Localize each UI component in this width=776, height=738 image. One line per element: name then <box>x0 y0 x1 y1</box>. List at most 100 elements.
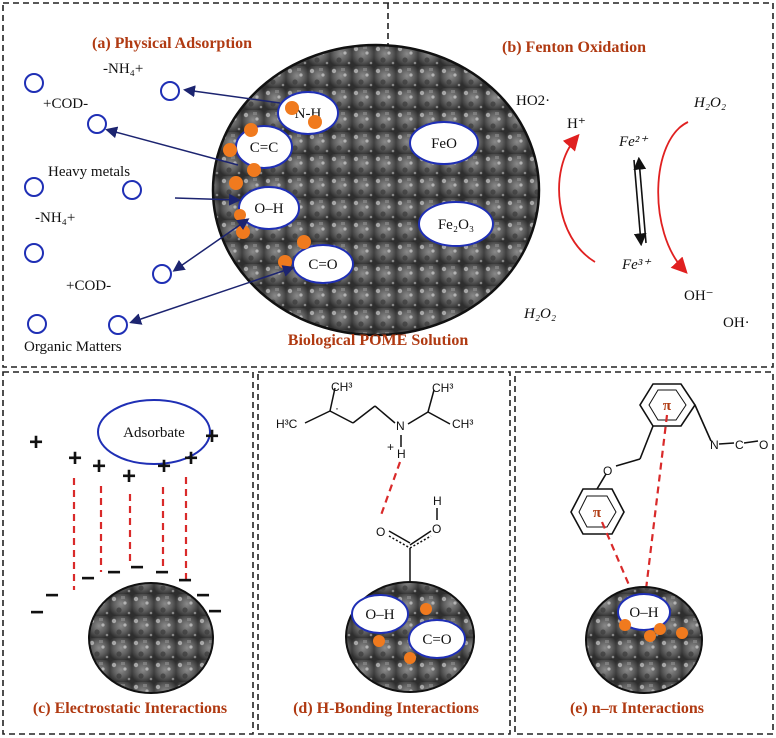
benzene-ring-top-inner <box>648 389 687 421</box>
electrostatic-lines <box>72 477 188 590</box>
orange-dot <box>420 603 432 615</box>
minus-charge: − <box>45 582 59 609</box>
orange-dot <box>234 209 246 221</box>
arrow-fe2-to-fe3 <box>633 159 647 247</box>
label-ho2: HO2· <box>516 93 550 109</box>
h-bond-line <box>378 461 402 519</box>
pollutant-circle <box>160 81 180 101</box>
d-oh-oval <box>351 594 409 634</box>
isocyanate-n: N <box>710 438 719 452</box>
panel-b-title: (b) Fenton Oxidation <box>502 39 646 56</box>
co-group-label: C=O <box>308 257 337 273</box>
orange-dot <box>236 225 250 239</box>
d-co-label: C=O <box>422 632 451 648</box>
plus-charge: + <box>92 453 106 480</box>
particle-c <box>88 582 214 694</box>
oxygen-right: O <box>432 522 441 536</box>
d-oh-label: O–H <box>365 607 394 623</box>
orange-dot <box>297 235 311 249</box>
bond <box>407 411 429 425</box>
label-organic-matters: Organic Matters <box>24 339 122 355</box>
orange-dot <box>373 635 385 647</box>
oxygen-left: O <box>376 525 385 539</box>
pollutant-circle <box>152 264 172 284</box>
carboxyl-skeleton <box>388 508 438 590</box>
label-fe2: Fe²⁺ <box>618 134 648 150</box>
frame-d <box>257 371 511 735</box>
fe2o3-label: Fe₂O₃ <box>438 217 474 233</box>
pollutant-circle <box>108 315 128 335</box>
bond <box>718 442 735 445</box>
bond <box>388 535 411 549</box>
e-oh-oval <box>617 593 671 631</box>
panel-d-title: (d) H-Bonding Interactions <box>293 700 479 717</box>
orange-dot <box>278 255 292 269</box>
label-nh4-top: -NH₄+ <box>103 61 143 77</box>
bond <box>304 410 331 424</box>
bond <box>743 440 759 444</box>
acid-hydrogen: H <box>433 494 442 508</box>
plus-charge: + <box>29 429 43 456</box>
minus-charge: − <box>155 559 169 586</box>
ch3-right: CH³ <box>452 417 473 431</box>
minus-charge: − <box>81 565 95 592</box>
orange-dot <box>654 623 666 635</box>
plus-charge: + <box>157 453 171 480</box>
minus-charge: − <box>130 554 144 581</box>
panel-a-title: (a) Physical Adsorption <box>92 35 252 52</box>
minus-charge: − <box>107 559 121 586</box>
bond <box>639 425 654 460</box>
minus-charge: − <box>30 599 44 626</box>
orange-dot <box>247 163 261 177</box>
isocyanate-o: O <box>759 438 768 452</box>
central-particle: N-H C=C O–H C=O FeO Fe₂O₃ <box>211 43 541 337</box>
label-hplus: H⁺ <box>567 116 586 132</box>
orange-dot <box>644 630 656 642</box>
bond <box>374 405 396 424</box>
label-heavy-metals: Heavy metals <box>48 164 130 180</box>
pollutant-circle <box>24 243 44 263</box>
e-dots <box>619 619 688 642</box>
benzene-ring-left <box>570 488 625 535</box>
ch3-top-right: CH³ <box>432 381 453 395</box>
bond <box>427 389 435 413</box>
arrow-oh <box>172 218 250 272</box>
pollutant-circle <box>24 177 44 197</box>
oh-group-oval <box>238 186 300 230</box>
arrow-left-cycle <box>558 133 596 263</box>
label-h2o2-bottom: H₂O₂ <box>523 306 556 322</box>
pollutant-circle <box>24 73 44 93</box>
aromatic-molecule <box>570 383 759 535</box>
label-fe3: Fe³⁺ <box>621 257 651 273</box>
orange-dot <box>308 115 322 129</box>
orange-dot <box>619 619 631 631</box>
label-nh4-mid: -NH₄+ <box>35 210 75 226</box>
orange-dot <box>244 123 258 137</box>
adsorbate-oval <box>97 399 211 465</box>
pollutant-circle <box>87 114 107 134</box>
negative-charges: − − − − − − − − − <box>30 554 222 626</box>
cc-group-label: C=C <box>250 140 278 156</box>
bond <box>615 458 641 467</box>
h3c-left: H³C <box>276 417 298 431</box>
e-oh-label: O–H <box>629 605 658 621</box>
arrow-co <box>129 265 295 325</box>
frame-c <box>2 371 254 735</box>
panel-d: CH³ H³C · CH³ CH³ N + H O O H O–H C=O (d… <box>276 380 479 717</box>
bond <box>694 404 712 442</box>
arrow-heavy <box>174 193 241 206</box>
n-pi-lines <box>600 414 669 607</box>
pollutant-circles <box>24 73 180 335</box>
label-h2o2-top: H₂O₂ <box>693 95 726 111</box>
bond <box>329 410 354 424</box>
plus-charge-n: + <box>387 440 394 454</box>
adsorption-arrows <box>105 85 295 325</box>
arrow-nh <box>183 85 281 104</box>
bond <box>388 530 411 544</box>
n-pi-line <box>642 414 669 607</box>
ether-oxygen: O <box>603 464 612 478</box>
nitrogen-atom: N <box>396 419 405 433</box>
panel-c: Adsorbate + + + + + + + − − − − − − − − <box>29 399 227 717</box>
